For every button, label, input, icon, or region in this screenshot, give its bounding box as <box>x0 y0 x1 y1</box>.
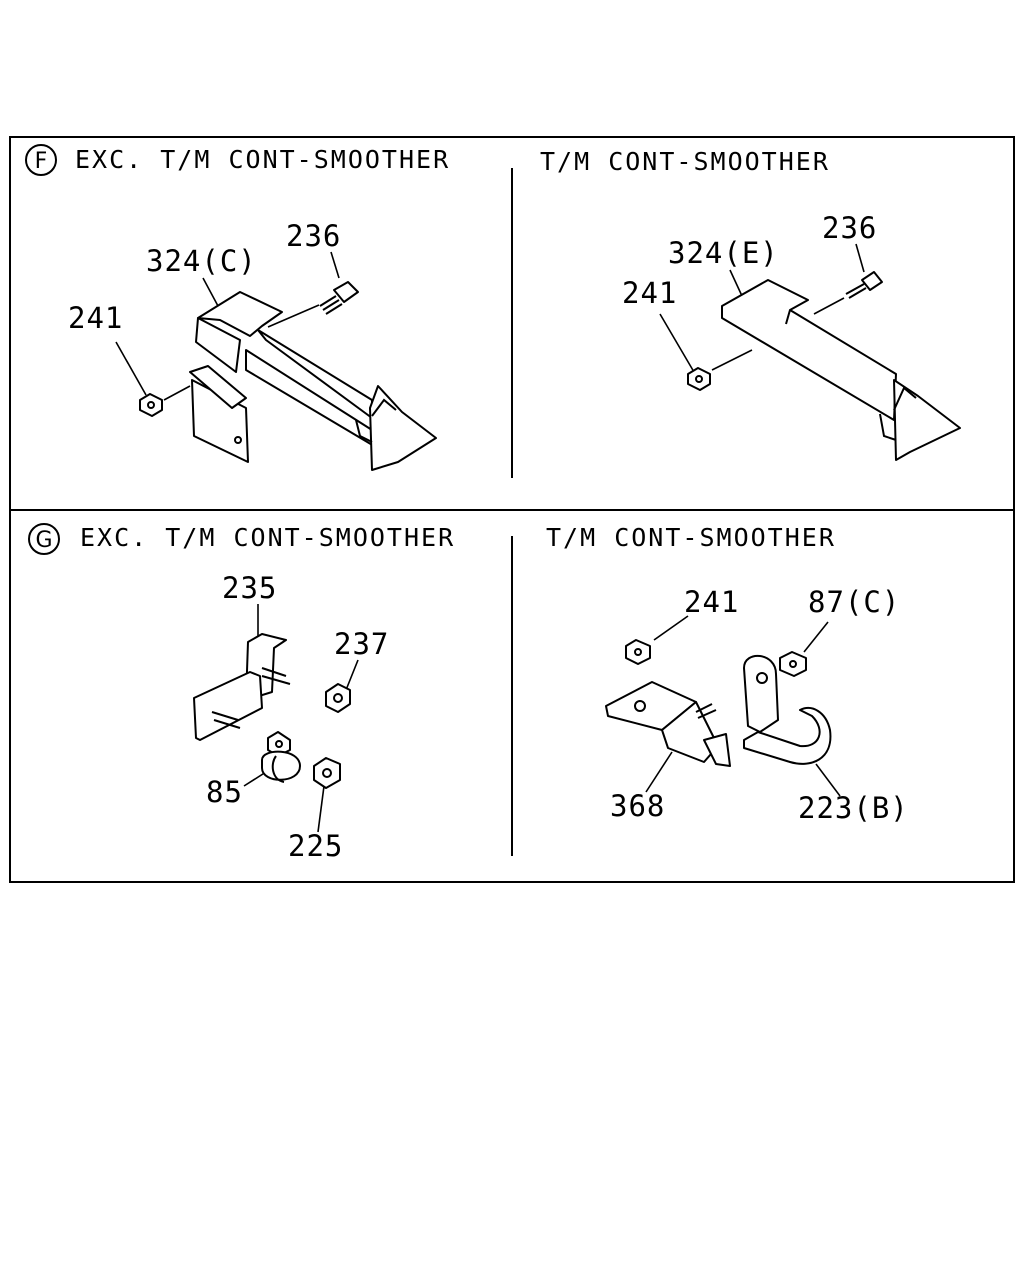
label-bolt: 236 <box>822 211 877 245</box>
label-nut: 241 <box>622 276 677 310</box>
label-clip: 85 <box>206 775 243 809</box>
panel-g-exc: G EXC. T/M CONT-SMOOTHER 235 237 85 225 <box>28 523 455 863</box>
label-nut-left: 241 <box>684 585 739 619</box>
label-bracket: 324(C) <box>146 244 257 278</box>
label-clamp: 223(B) <box>798 791 909 825</box>
panel-g-tm: T/M CONT-SMOOTHER 241 87(C) 368 223(B) <box>546 523 909 825</box>
panel-f-tm: T/M CONT-SMOOTHER 324(E) 236 241 <box>540 147 961 461</box>
bracket-324e <box>721 279 961 461</box>
label-bracket: 235 <box>222 571 277 605</box>
clamp-223b <box>743 654 832 765</box>
panel-title: EXC. T/M CONT-SMOOTHER <box>80 523 455 552</box>
bracket-235 <box>193 633 291 741</box>
label-bracket: 368 <box>610 789 665 823</box>
section-marker-circle <box>28 523 60 555</box>
section-marker-f: F <box>35 149 48 174</box>
bolt-236 <box>845 271 883 299</box>
nut-241 <box>687 367 711 391</box>
nut-241 <box>625 639 651 665</box>
bracket-368 <box>605 681 731 767</box>
nut-241 <box>139 393 163 417</box>
section-marker-circle <box>25 144 57 176</box>
label-nut-right: 87(C) <box>808 585 900 619</box>
label-bolt: 236 <box>286 219 341 253</box>
panel-title: T/M CONT-SMOOTHER <box>540 147 830 176</box>
panel-title: T/M CONT-SMOOTHER <box>546 523 836 552</box>
label-nut-upper: 237 <box>334 627 389 661</box>
label-nut-lower: 225 <box>288 829 343 863</box>
panel-f-exc: F EXC. T/M CONT-SMOOTHER 324(C) 236 241 <box>25 144 450 471</box>
panel-title: EXC. T/M CONT-SMOOTHER <box>75 145 450 174</box>
section-marker-g: G <box>35 528 52 553</box>
label-nut: 241 <box>68 301 123 335</box>
clip-85 <box>261 731 301 783</box>
bracket-324c <box>189 291 437 471</box>
nut-87c <box>779 651 807 677</box>
nut-225 <box>313 757 341 789</box>
label-bracket: 324(E) <box>668 236 779 270</box>
bolt-236 <box>319 281 359 315</box>
diagram-frame <box>9 136 1015 883</box>
nut-237 <box>325 683 351 713</box>
